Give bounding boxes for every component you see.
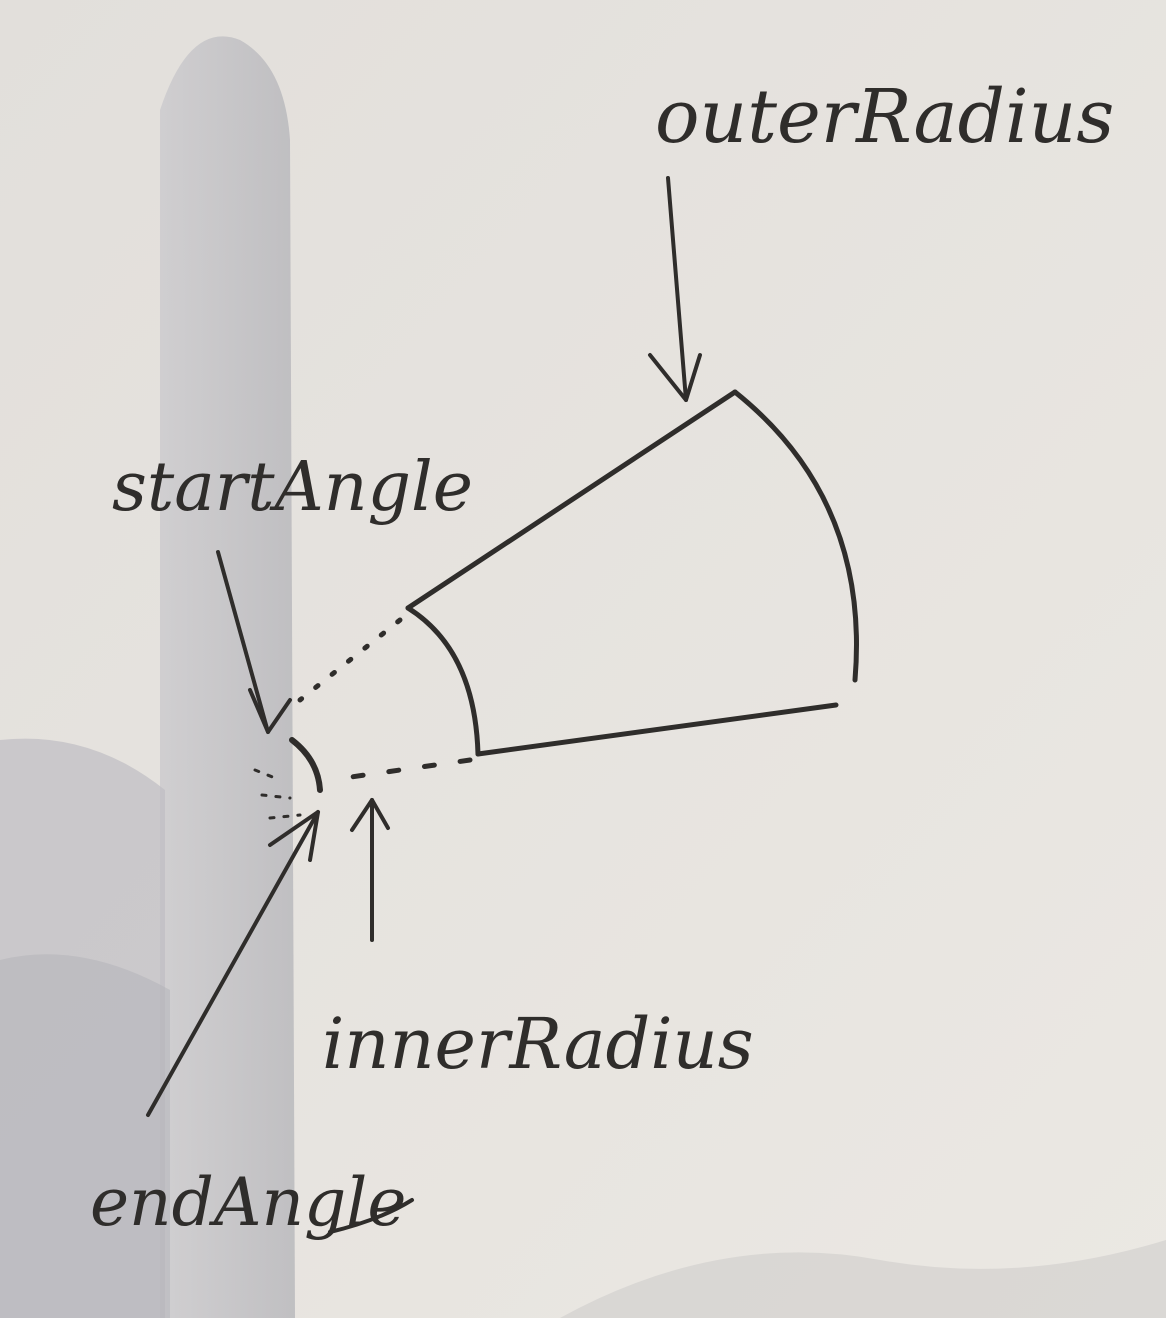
inner-arc [405, 605, 481, 757]
outer-arc [732, 389, 859, 683]
pen-shadow [160, 36, 295, 1318]
lower-shadow [0, 954, 170, 1318]
end-angle-flourish [328, 1198, 414, 1234]
outer-radius-arrow [648, 176, 702, 402]
sector-top-edge [405, 389, 738, 611]
outer-radius-label: outerRadius [655, 74, 1114, 160]
annular-sector [253, 389, 859, 820]
dotted-end-extension [327, 757, 473, 783]
dotted-start-extension [297, 617, 403, 703]
inner-radius-label: innerRadius [322, 1003, 754, 1085]
sector-bottom-edge [475, 702, 839, 757]
bottom-shadow [560, 1240, 1166, 1318]
end-angle-arrow [146, 810, 320, 1117]
center-arc [289, 737, 323, 793]
end-angle-label: endAngle [90, 1164, 406, 1241]
start-angle-label: startAngle [112, 448, 473, 527]
inner-radius-arrow [350, 798, 390, 942]
start-angle-arrow [216, 550, 292, 734]
center-dots [253, 768, 302, 820]
